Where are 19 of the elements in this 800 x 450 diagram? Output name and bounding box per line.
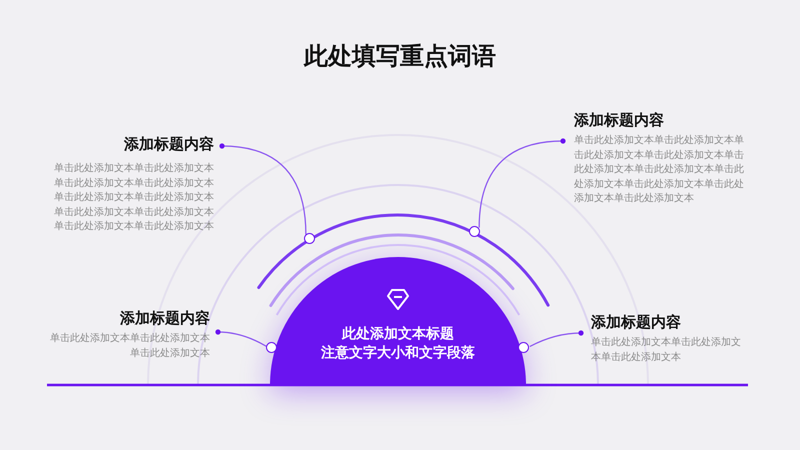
connector-circle — [469, 226, 480, 237]
connector-circle — [304, 233, 315, 244]
leader-line — [478, 138, 566, 228]
leader-line — [215, 329, 267, 347]
item-heading: 添加标题内容 — [591, 313, 681, 332]
leader-line — [530, 330, 584, 348]
title: 此处填写重点词语 — [302, 41, 497, 72]
center-heading: 此处添加文本标题 — [342, 325, 454, 344]
connector-circle — [266, 342, 277, 353]
item-heading: 添加标题内容 — [120, 309, 210, 328]
center-heading: 注意文字大小和文字段落 — [321, 344, 475, 363]
body-text: 单击此处添加文本单击此处添加文本单击此处添加文本单击此处添加文本单击此处添加文本单击此处添加文本单击此处添加文本单击此处添加文本单击此处添加文本单击此处添加文本 — [53, 162, 214, 234]
body-text: 单击此处添加文本单击此处添加文本单击此处添加文本单击此处添加文本单击此处添加文本单击此处添加文本单击此处添加文本单击此处添加文本单击此处添加文本单击此处添加文本 — [574, 134, 745, 206]
item-heading: 添加标题内容 — [124, 135, 214, 154]
leader-line — [219, 143, 306, 235]
item-heading: 添加标题内容 — [574, 111, 664, 130]
connector-circle — [518, 342, 529, 353]
body-text: 单击此处添加文本单击此处添加文本单击此处添加文本 — [49, 332, 210, 360]
body-text: 单击此处添加文本单击此处添加文本单击此处添加文本 — [591, 336, 742, 364]
